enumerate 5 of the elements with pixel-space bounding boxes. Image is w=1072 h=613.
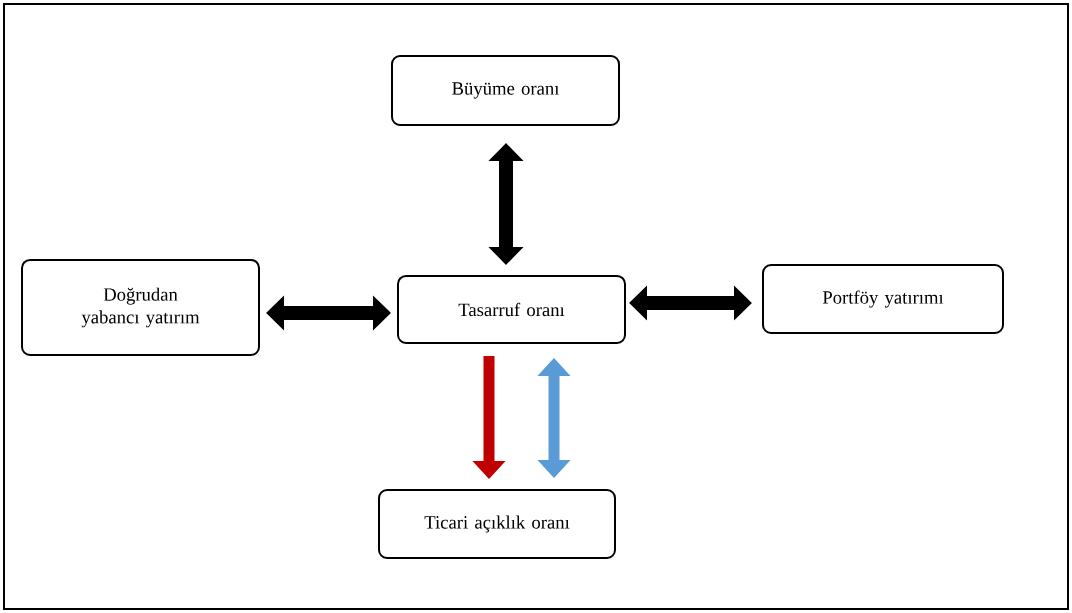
process-box: Portföy yatırımı bbox=[762, 264, 1004, 334]
process-box: Büyüme oranı bbox=[391, 55, 620, 126]
process-box: Ticari açıklık oranı bbox=[378, 489, 616, 559]
process-box: Doğrudan yabancı yatırım bbox=[21, 259, 260, 356]
process-box: Tasarruf oranı bbox=[397, 275, 626, 344]
